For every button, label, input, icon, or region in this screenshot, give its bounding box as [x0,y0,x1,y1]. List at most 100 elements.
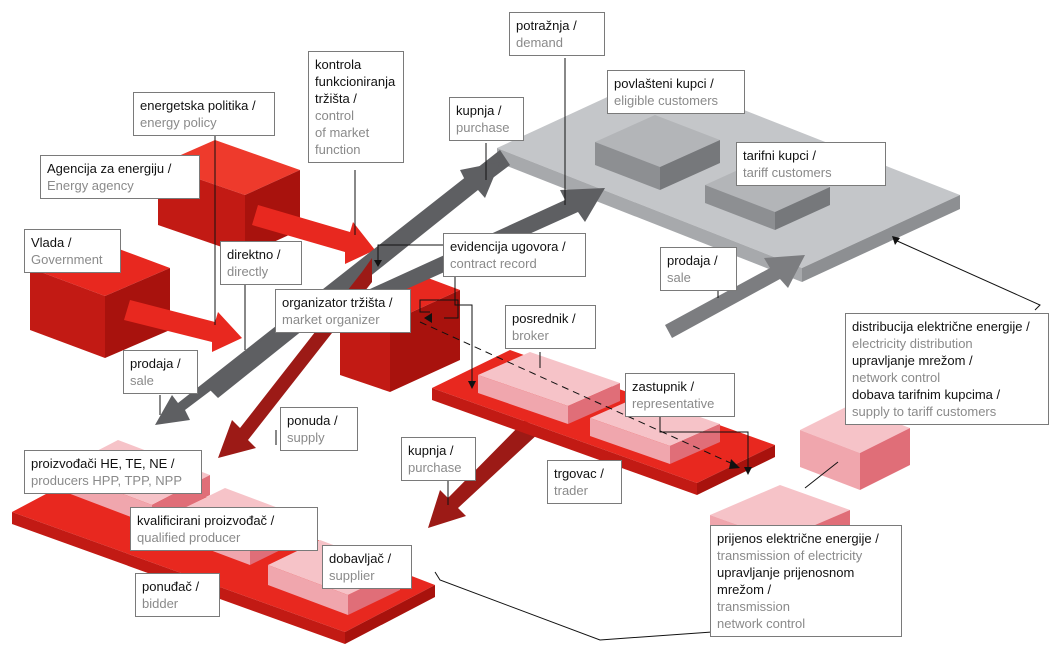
transmission-l3: upravljanje prijenosnom [717,565,855,580]
transmission-l2: transmission of electricity [717,548,863,563]
government-label: Vlada / Government [24,229,121,273]
broker-block-front [478,375,568,424]
sale-arrow-right [665,255,805,338]
eligible-customers-en: eligible customers [614,93,719,108]
supply-label: ponuda / supply [280,407,358,451]
line-contract-left [377,244,450,262]
energy-policy-label: energetska politika / energy policy [133,92,275,136]
representative-en: representative [632,396,715,411]
distribution-block-front [800,430,860,490]
distribution-l5: dobava tarifnim kupcima / [852,387,1001,402]
arrow-heads [374,236,900,475]
supplier-hr: dobavljač / [329,551,392,566]
supplier-en: supplier [329,568,375,583]
supply-en: supply [287,430,325,445]
arrowhead-distribution [892,236,900,245]
directly-label: direktno / directly [220,241,302,285]
contract-record-hr: evidencija ugovora / [450,239,566,254]
line-contract-down [454,262,473,385]
energy-agency-en: Energy agency [47,178,134,193]
trader-en: trader [554,483,588,498]
tariff-customers-label: tarifni kupci / tariff customers [736,142,886,186]
transmission-l4: mrežom / [717,582,772,597]
market-control-hr3: tržišta / [315,91,357,106]
policy-arrows [124,205,375,352]
distribution-l1: distribucija električne energije / [852,319,1030,334]
trader-label: trgovac / trader [547,460,622,504]
market-organizer-label: organizator tržišta / market organizer [275,289,411,333]
demand-label: potražnja / demand [509,12,605,56]
distribution-block-side [860,428,910,490]
tariff-customers-en: tariff customers [743,165,832,180]
line-dashed [419,321,736,466]
supply-arrow [218,258,372,458]
market-control-hr1: kontrola [315,57,362,72]
transmission-label: prijenos električne energije / transmiss… [710,525,902,637]
tariff-customers-hr: tarifni kupci / [743,148,816,163]
qualified-producer-hr: kvalificirani proizvođač / [137,513,275,528]
eligible-customers-label: povlašteni kupci / eligible customers [607,70,745,114]
energy-agency-label: Agencija za energiju / Energy agency [40,155,200,199]
bidder-en: bidder [142,596,179,611]
eligible-customers-hr: povlašteni kupci / [614,76,714,91]
transmission-l5: transmission [717,599,790,614]
contract-record-en: contract record [450,256,537,271]
energy-agency-hr: Agencija za energiju / [47,161,172,176]
representative-hr: zastupnik / [632,379,695,394]
eligible-block-front [595,142,660,190]
producers-en: producers HPP, TPP, NPP [31,473,183,488]
representative-block-top [590,396,720,446]
tariff-block-side [775,187,830,230]
distribution-block-top [800,405,910,453]
directly-hr: direktno / [227,247,281,262]
purchase-top-hr: kupnja / [456,103,502,118]
market-control-hr2: funkcioniranja [315,74,396,89]
transmission-l6: network control [717,616,806,631]
purchase-top-en: purchase [456,120,510,135]
broker-block-top [478,352,620,406]
line-organizer-loop [419,299,459,319]
purchase-bottom-hr: kupnja / [408,443,454,458]
arrowhead-dashed [729,459,740,469]
trader-hr: trgovac / [554,466,604,481]
demand-hr: potražnja / [516,18,577,33]
government-block-front [30,268,105,358]
broker-hr: posrednik / [512,311,576,326]
sale-left-en: sale [130,373,154,388]
sale-left-hr: prodaja / [130,356,181,371]
sale-left-label: prodaja / sale [123,350,198,394]
energy-policy-hr: energetska politika / [140,98,256,113]
qualified-producer-en: qualified producer [137,530,241,545]
energy-policy-en: energy policy [140,115,217,130]
bidder-label: ponuđač / bidder [135,573,220,617]
supply-arrows [218,258,540,528]
qualified-producer-label: kvalificirani proizvođač / qualified pro… [130,507,318,551]
purchase-top-label: kupnja / purchase [449,97,524,141]
distribution-label: distribucija električne energije / elect… [845,313,1049,425]
market-control-label: kontrola funkcioniranja tržišta / contro… [308,51,404,163]
demand-en: demand [516,35,563,50]
sale-right-en: sale [667,270,691,285]
demand-platform-side [802,195,960,282]
trader-platform-side [697,445,775,495]
broker-label: posrednik / broker [505,305,596,349]
producers-hr: proizvođači HE, TE, NE / [31,456,175,471]
purchase-bottom-en: purchase [408,460,462,475]
government-hr: Vlada / [31,235,72,250]
market-organizer-en: market organizer [282,312,380,327]
government-arrow [124,300,242,352]
supply-hr: ponuda / [287,413,338,428]
broker-en: broker [512,328,549,343]
market-organizer-hr: organizator tržišta / [282,295,393,310]
arrowhead-rep [744,467,752,475]
government-en: Government [31,252,103,267]
line-distribution [804,461,839,489]
representative-block-front [590,418,670,464]
supplier-block-front [268,565,348,615]
transmission-l1: prijenos električne energije / [717,531,879,546]
bidder-platform-side [345,585,435,644]
eligible-block-top [595,115,720,167]
agency-arrow [252,205,375,264]
sale-right-hr: prodaja / [667,253,718,268]
demand-platform-top [497,75,960,268]
